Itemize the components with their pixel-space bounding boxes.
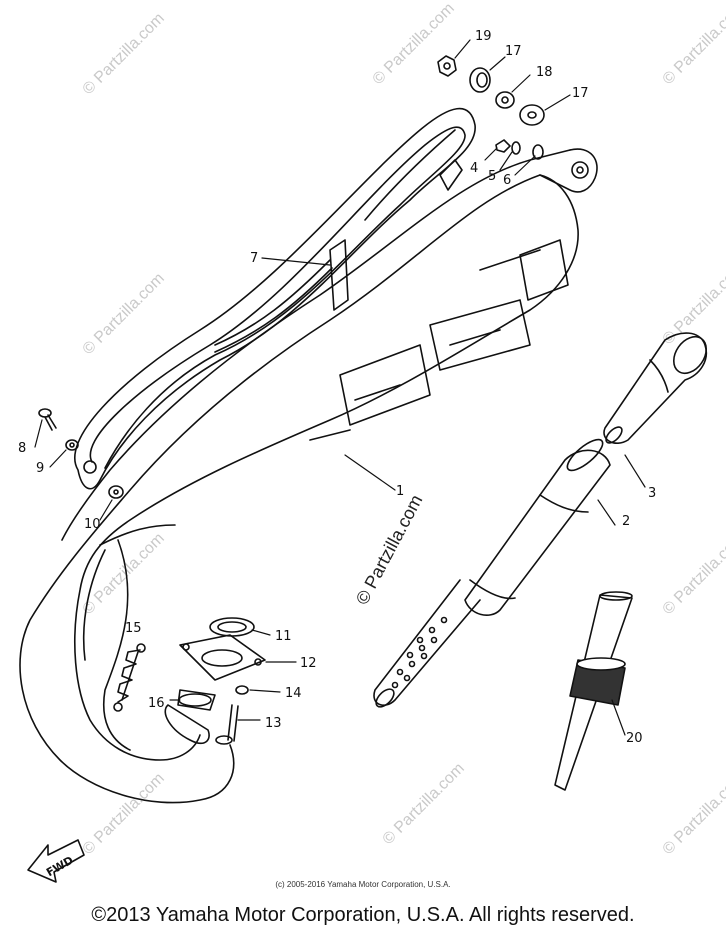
watermark: © Partzilla.com xyxy=(80,270,168,358)
callout-10: 10 xyxy=(84,517,101,532)
callout-3: 3 xyxy=(648,486,656,501)
callout-17: 17 xyxy=(572,86,589,101)
fwd-arrow-icon xyxy=(27,839,85,883)
flange-assembly xyxy=(113,617,266,745)
callout-18: 18 xyxy=(536,65,553,80)
pipe-clamp xyxy=(554,591,633,791)
watermarks: © Partzilla.com © Partzilla.com © Partzi… xyxy=(80,0,726,858)
watermark: © Partzilla.com xyxy=(380,760,468,848)
small-copyright: (c) 2005-2016 Yamaha Motor Corporation, … xyxy=(275,880,451,889)
callout-1: 1 xyxy=(396,484,404,499)
callout-16: 16 xyxy=(148,696,165,711)
watermark: © Partzilla.com xyxy=(660,260,726,348)
callout-5: 5 xyxy=(488,169,496,184)
callout-7: 7 xyxy=(250,251,258,266)
expansion-chamber xyxy=(19,148,598,804)
callouts: 1 2 3 4 5 6 7 8 9 10 11 12 13 14 15 16 1… xyxy=(18,29,656,746)
callout-19: 19 xyxy=(475,29,492,44)
callout-11: 11 xyxy=(275,629,292,644)
watermark: © Partzilla.com xyxy=(660,530,726,618)
callout-14: 14 xyxy=(285,686,302,701)
fwd-label: FWD xyxy=(44,854,75,880)
watermark: © Partzilla.com xyxy=(660,770,726,858)
callout-13: 13 xyxy=(265,716,282,731)
watermark: © Partzilla.com xyxy=(80,530,168,618)
callout-20: 20 xyxy=(626,731,643,746)
callout-8: 8 xyxy=(18,441,26,456)
tail-pipe xyxy=(603,332,708,444)
callout-2: 2 xyxy=(622,514,630,529)
callout-6: 6 xyxy=(503,173,511,188)
heat-guard xyxy=(74,107,476,490)
callout-9: 9 xyxy=(36,461,44,476)
bolt-washers xyxy=(38,408,124,499)
watermark-center: © Partzilla.com xyxy=(352,491,427,607)
copyright-notice: ©2013 Yamaha Motor Corporation, U.S.A. A… xyxy=(91,904,635,926)
leader-lines xyxy=(34,39,646,736)
silencer xyxy=(373,438,611,708)
callout-17: 17 xyxy=(505,44,522,59)
watermark: © Partzilla.com xyxy=(80,10,168,98)
mount-hardware xyxy=(437,55,545,160)
callout-15: 15 xyxy=(125,621,142,636)
callout-12: 12 xyxy=(300,656,317,671)
watermark: © Partzilla.com xyxy=(660,0,726,88)
callout-4: 4 xyxy=(470,161,478,176)
